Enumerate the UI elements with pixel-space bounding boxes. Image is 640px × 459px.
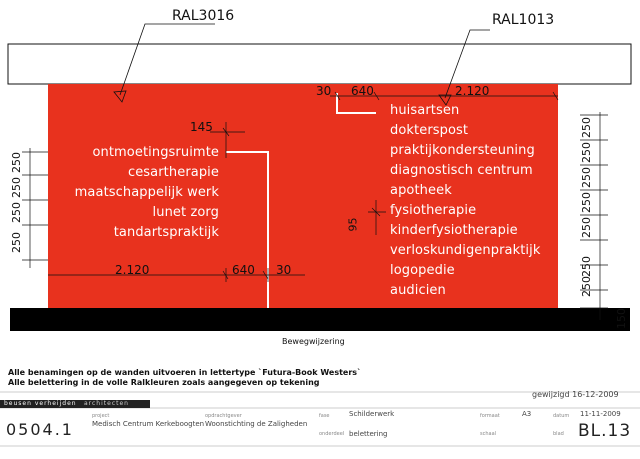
sign-right-9: logopedie xyxy=(390,263,455,278)
firm-name-bar xyxy=(0,400,150,408)
sign-right-8: verloskundigenpraktijk xyxy=(390,243,541,258)
sign-left-2: cesartherapie xyxy=(127,165,219,180)
dim-left-v1: 250 xyxy=(10,152,23,173)
dim-right-v3: 250 xyxy=(580,167,593,188)
drawing-caption: Bewegwijzering xyxy=(282,337,345,346)
client-label: opdrachtgever xyxy=(205,413,242,419)
ral1013-arrow xyxy=(438,94,452,106)
dim-right-v1: 250 xyxy=(580,117,593,138)
dim-bottom-30: 30 xyxy=(276,263,292,277)
dim-top-30: 30 xyxy=(316,84,332,98)
client-value: Woonstichting de Zaligheden xyxy=(205,420,308,428)
ral3016-arrow xyxy=(113,90,127,103)
dim-bottom-640: 640 xyxy=(232,263,255,277)
note-1: Alle benamingen op de wanden uitvoeren i… xyxy=(8,368,362,377)
dim-left-v3: 250 xyxy=(10,202,23,223)
ral1013-label: RAL1013 xyxy=(492,12,555,28)
sign-left-4: lunet zorg xyxy=(152,205,219,220)
format-label: formaat xyxy=(480,413,500,419)
dim-right-v7: 250 xyxy=(580,276,593,297)
sheet-value: BL.13 xyxy=(578,421,632,441)
project-value: Medisch Centrum Kerkeboogten xyxy=(92,420,205,428)
date-value: 11-11-2009 xyxy=(580,410,621,418)
dim-right-v8: 150 xyxy=(615,308,628,329)
sheet-label: blad xyxy=(553,431,564,437)
ral1013-leader xyxy=(444,29,490,99)
revised-date: gewijzigd 16-12-2009 xyxy=(532,390,619,399)
dim-top-2120: 2.120 xyxy=(455,84,490,98)
project-label: project xyxy=(92,413,110,419)
project-number: 0504.1 xyxy=(6,420,74,439)
dim-top-640: 640 xyxy=(351,84,374,98)
dim-right-v5: 250 xyxy=(580,217,593,238)
sign-right-6: fysiotherapie xyxy=(390,203,477,218)
dim-right-v6: 250 xyxy=(580,256,593,277)
ral3016-leader xyxy=(119,23,215,96)
sign-right-10: audicien xyxy=(390,283,446,298)
dim-right-v2: 250 xyxy=(580,142,593,163)
firm-sub: architecten xyxy=(84,400,129,407)
sign-right-7: kinderfysiotherapie xyxy=(390,223,518,238)
red-wall xyxy=(48,84,558,308)
format-value: A3 xyxy=(522,410,532,418)
phase-value: Schilderwerk xyxy=(349,410,395,418)
dim-145: 145 xyxy=(190,120,213,134)
sign-left-1: ontmoetingsruimte xyxy=(92,145,219,160)
sign-left-3: maatschappelijk werk xyxy=(74,185,219,200)
dim-left-v2: 250 xyxy=(10,177,23,198)
phase-label: fase xyxy=(319,413,330,419)
floor-slab xyxy=(10,308,630,331)
note-2: Alle belettering in de volle Ralkleuren … xyxy=(8,378,320,387)
sign-right-1: huisartsen xyxy=(390,103,460,118)
ral3016-label: RAL3016 xyxy=(172,8,235,24)
sign-right-3: praktijkondersteuning xyxy=(390,143,535,158)
scale-label: schaal xyxy=(480,431,497,437)
subject-value: belettering xyxy=(349,430,388,438)
sign-left-5: tandartspraktijk xyxy=(113,225,219,240)
ceiling-band xyxy=(7,43,632,85)
dim-left-v4: 250 xyxy=(10,232,23,253)
sign-right-4: diagnostisch centrum xyxy=(390,163,533,178)
sign-right-5: apotheek xyxy=(390,183,452,198)
dim-right-v4: 250 xyxy=(580,192,593,213)
sign-right-2: dokterspost xyxy=(390,123,469,138)
left-white-line xyxy=(226,151,269,308)
right-white-line xyxy=(336,93,376,114)
date-label: datum xyxy=(553,413,570,419)
subject-label: onderdeel xyxy=(319,431,345,437)
dim-bottom-2120: 2.120 xyxy=(115,263,150,277)
firm-name: beusen verheijden xyxy=(4,400,77,407)
dim-95: 95 xyxy=(346,217,360,232)
